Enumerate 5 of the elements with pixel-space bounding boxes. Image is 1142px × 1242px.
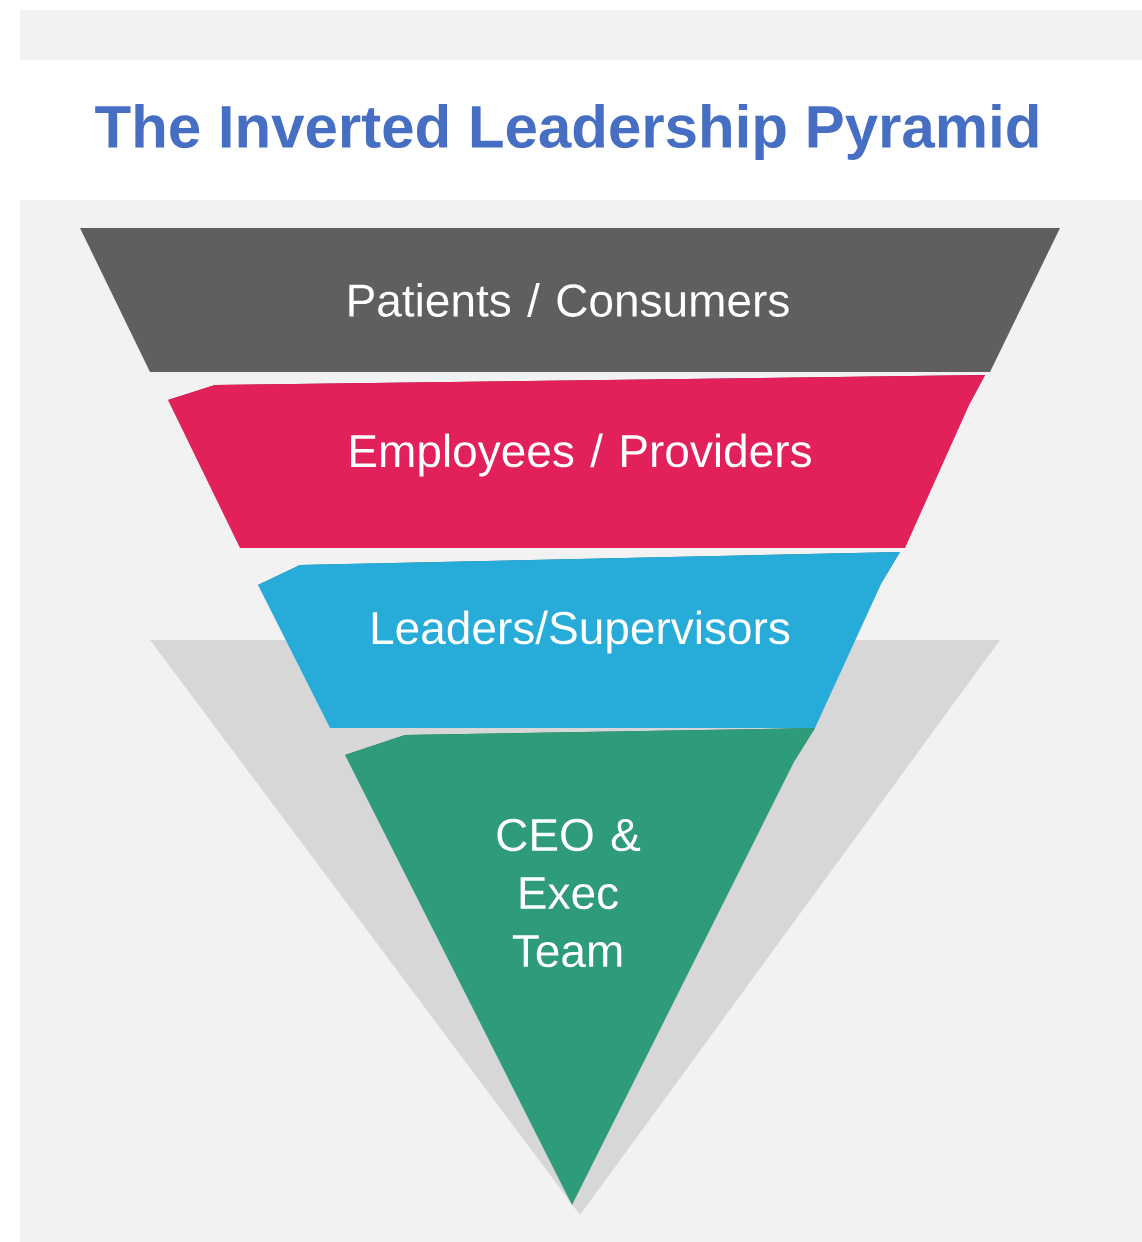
pyramid-band: Employees / Providers [168,375,985,548]
pyramid-band: CEO & Exec Team [345,728,815,1205]
pyramid-band: Patients / Consumers [80,228,1060,372]
pyramid-band: Leaders/Supervisors [258,552,900,728]
title: The Inverted Leadership Pyramid [95,104,1038,160]
